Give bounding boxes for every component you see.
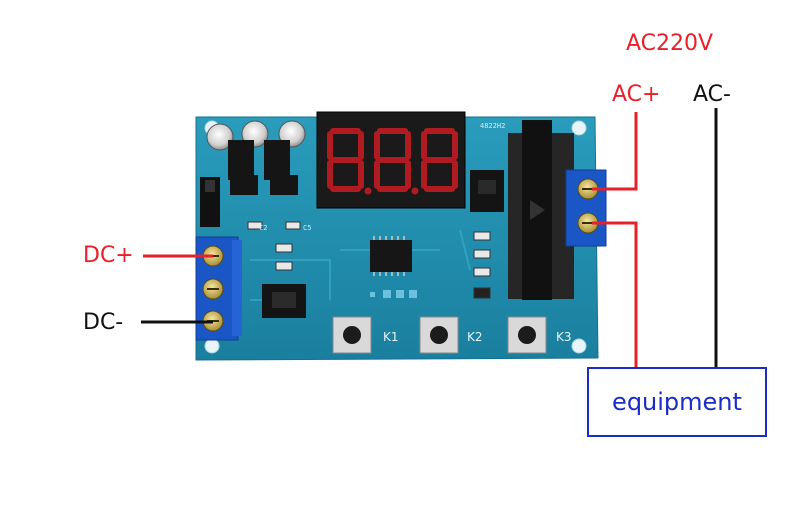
- ac-plus-wire: [592, 112, 638, 191]
- equipment-box: equipment: [587, 367, 767, 437]
- mounting-hole: [204, 338, 220, 354]
- dc-minus-label: DC-: [83, 310, 124, 335]
- button-k1[interactable]: [332, 316, 372, 354]
- test-pads: [370, 290, 417, 298]
- microcontroller-chip: [370, 240, 412, 272]
- relay: [508, 120, 574, 300]
- equipment-label: equipment: [612, 388, 742, 416]
- ac-voltage-label: AC220V: [626, 31, 714, 56]
- key-label-k1: K1: [383, 330, 399, 344]
- transistor: [270, 175, 298, 195]
- ac-minus-label: AC-: [693, 82, 731, 107]
- key-label-k3: K3: [556, 330, 572, 344]
- button-k2[interactable]: [419, 316, 459, 354]
- capacitor-label-c2: C2: [259, 224, 268, 232]
- board-marking: 4822H2: [480, 122, 506, 130]
- capacitors: [206, 120, 306, 180]
- dc-plus-label: DC+: [83, 243, 134, 268]
- seven-segment-display: [316, 111, 466, 209]
- transistor: [230, 175, 258, 195]
- wires: [141, 108, 718, 367]
- ac-terminal-block: [565, 169, 607, 247]
- equipment-red-wire: [592, 221, 638, 367]
- mounting-hole: [571, 338, 587, 354]
- capacitor-label-c5: C5: [303, 224, 312, 232]
- button-k3[interactable]: [507, 316, 547, 354]
- ac-plus-label: AC+: [612, 82, 661, 107]
- key-label-k2: K2: [467, 330, 483, 344]
- mounting-hole: [571, 120, 587, 136]
- dc-terminal-block: [195, 236, 242, 341]
